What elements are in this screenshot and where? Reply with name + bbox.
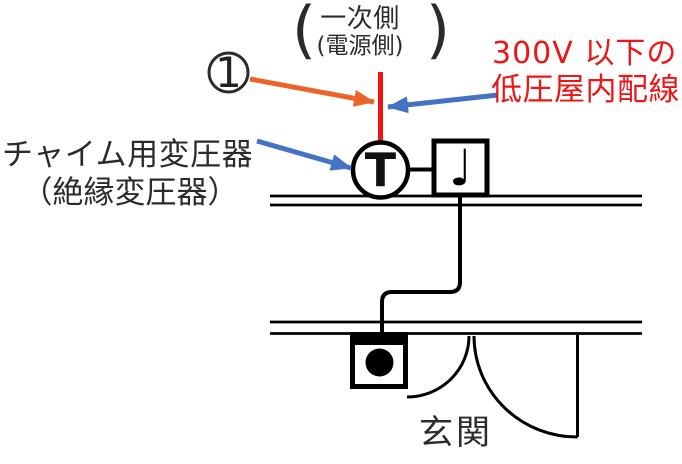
voltage-label-line1: 300V 以下の <box>492 36 678 71</box>
chime-transformer-label: チャイム用変圧器 <box>2 137 254 173</box>
callout-number: 1 <box>215 48 242 97</box>
callout-arrow-orange <box>249 76 375 107</box>
voltage-label-arrow <box>387 92 499 114</box>
primary-side-paren-left: ( <box>292 0 316 66</box>
push-button-dot <box>365 348 394 377</box>
isolation-transformer-label: （絶縁変圧器） <box>21 175 239 211</box>
chime-box-symbol <box>431 138 490 198</box>
voltage-label-line2: 低圧屋内配線 <box>491 72 680 108</box>
entrance-label: 玄関 <box>419 413 493 453</box>
door-swing-arc-small <box>406 335 471 399</box>
transformer-letter: T <box>364 143 397 197</box>
door-swing-arc-large <box>472 335 578 439</box>
push-button-top-band <box>350 332 408 345</box>
primary-side-paren-right: ) <box>426 0 450 66</box>
power-side-label: (電源側) <box>316 33 404 59</box>
chime-to-button-wire <box>380 196 462 340</box>
callout-circle <box>207 51 250 94</box>
transformer-label-arrow <box>256 138 352 171</box>
chime-note-icon: ♩ <box>448 139 473 197</box>
primary-side-label: 一次側 <box>320 4 400 34</box>
